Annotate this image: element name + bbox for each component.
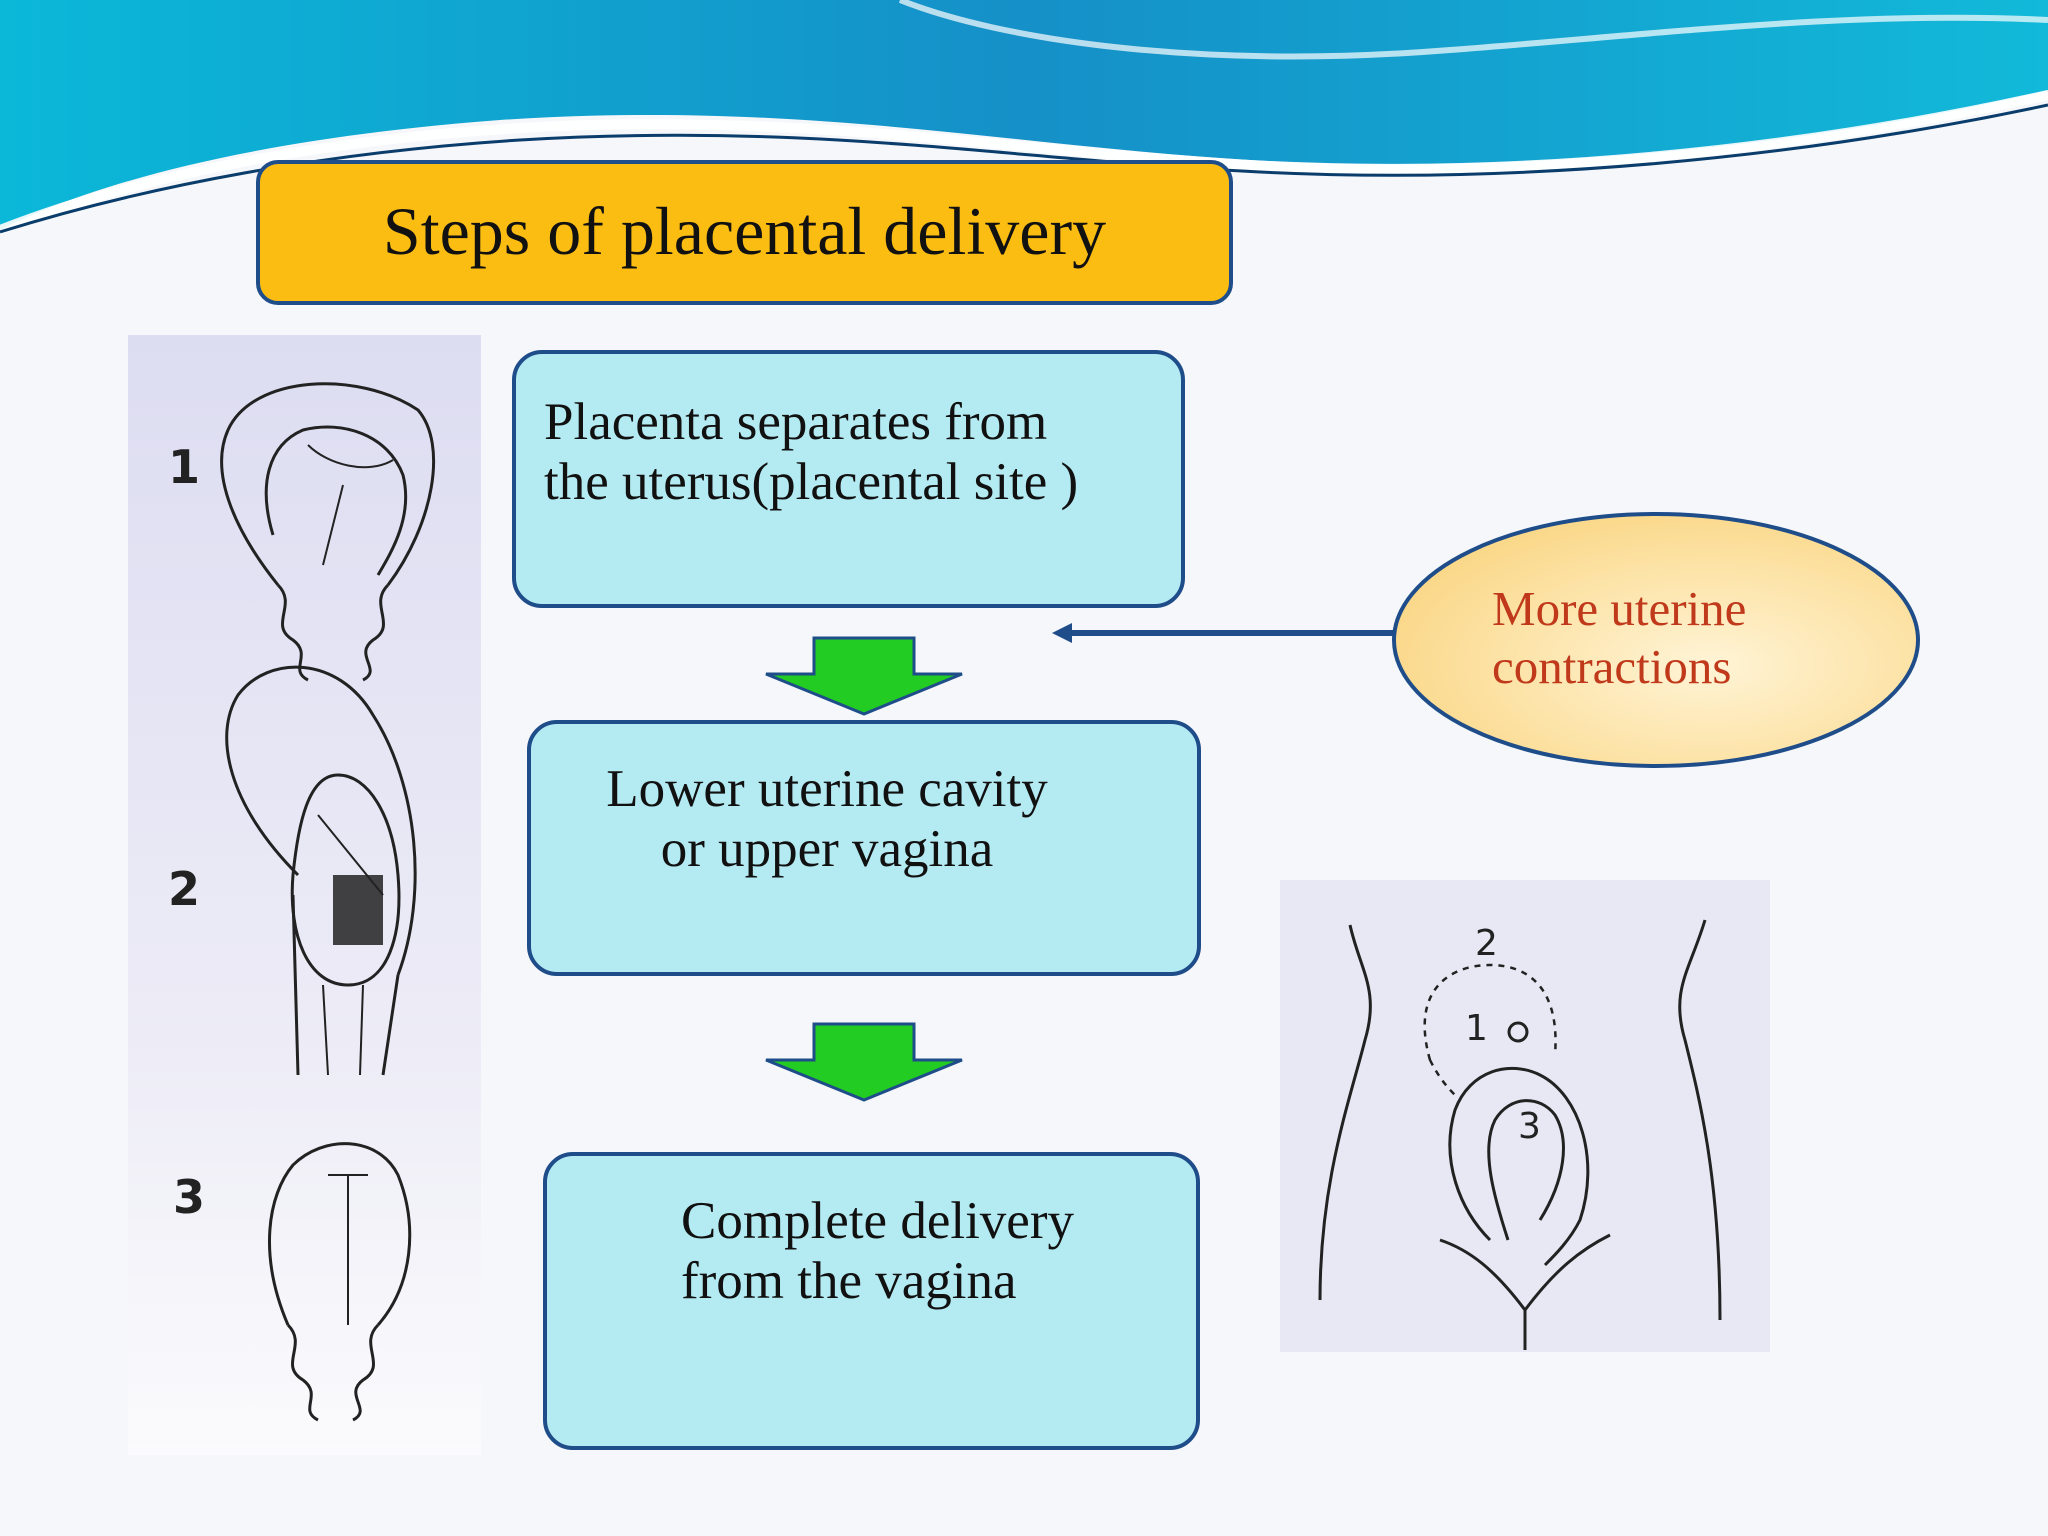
callout-line-2: contractions: [1492, 639, 1732, 694]
left-figure: 1 2 3: [128, 335, 481, 1455]
fundus-position-illustration: 2 1 3: [1280, 880, 1770, 1352]
uterus-stages-illustration: 1 2 3: [128, 335, 481, 1455]
left-label-3: 3: [173, 1170, 205, 1224]
step-2-line-1: Lower uterine cavity: [606, 760, 1048, 818]
down-arrow-2: [765, 1022, 963, 1102]
left-label-2: 2: [168, 862, 200, 916]
title-box: Steps of placental delivery: [256, 160, 1233, 305]
step-box-separation: Placenta separates from the uterus(place…: [512, 350, 1185, 608]
step-box-lower-cavity: Lower uterine cavity or upper vagina: [527, 720, 1201, 976]
contractions-callout: More uterine contractions: [1390, 510, 1922, 770]
callout-line-1: More uterine: [1492, 581, 1747, 636]
step-3-line-1: Complete delivery: [681, 1192, 1074, 1250]
right-figure: 2 1 3: [1280, 880, 1770, 1352]
right-label-3: 3: [1518, 1106, 1541, 1147]
left-arrow: [1052, 623, 1395, 643]
step-1-line-1: Placenta separates from: [544, 393, 1048, 451]
slide-title: Steps of placental delivery: [382, 193, 1107, 269]
step-3-line-2: from the vagina: [681, 1252, 1017, 1310]
left-label-1: 1: [168, 440, 200, 494]
step-2-line-2: or upper vagina: [660, 820, 994, 878]
step-box-complete-delivery: Complete delivery from the vagina: [543, 1152, 1200, 1450]
step-1-line-2: the uterus(placental site ): [544, 453, 1079, 511]
right-label-1: 1: [1465, 1008, 1488, 1049]
right-label-2: 2: [1475, 923, 1498, 964]
down-arrow-1: [765, 636, 963, 716]
